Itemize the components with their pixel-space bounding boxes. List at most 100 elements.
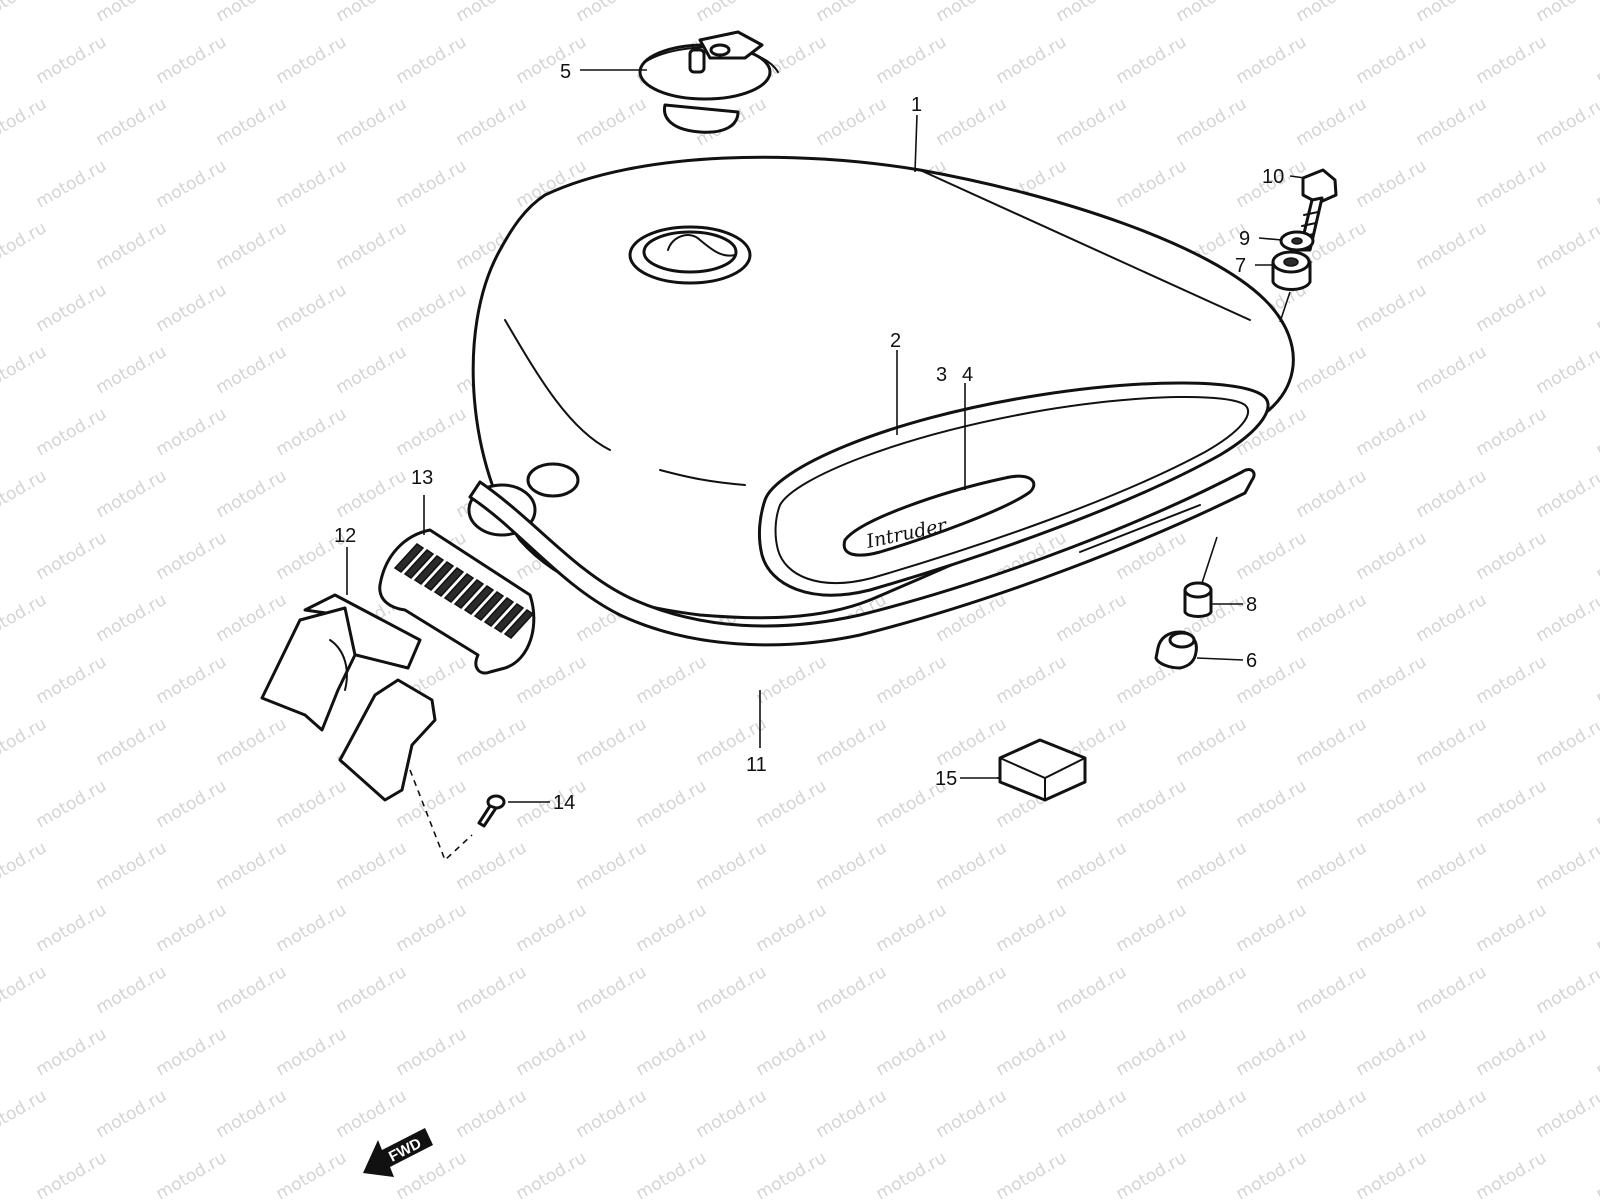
watermark-text: motod.ru bbox=[1053, 838, 1131, 894]
watermark-text: motod.ru bbox=[813, 838, 891, 894]
watermark-text: motod.ru bbox=[1233, 1148, 1311, 1200]
watermark-text: motod.ru bbox=[1413, 714, 1491, 770]
callout-13: 13 bbox=[411, 467, 433, 489]
cushion-rib bbox=[493, 603, 525, 633]
watermark-text: motod.ru bbox=[993, 652, 1071, 708]
watermark-text: motod.ru bbox=[1053, 962, 1131, 1018]
watermark-text: motod.ru bbox=[0, 962, 50, 1018]
watermark-text: motod.ru bbox=[33, 280, 111, 336]
watermark-text: motod.ru bbox=[693, 1086, 771, 1142]
callout-8: 8 bbox=[1246, 594, 1257, 616]
watermark-text: motod.ru bbox=[213, 466, 291, 522]
watermark-text: motod.ru bbox=[1533, 962, 1600, 1018]
watermark-text: motod.ru bbox=[1533, 590, 1600, 646]
watermark-text: motod.ru bbox=[93, 838, 171, 894]
watermark-text: motod.ru bbox=[1533, 342, 1600, 398]
watermark-text: motod.ru bbox=[0, 1086, 50, 1142]
cushion-rib bbox=[433, 567, 465, 597]
watermark-text: motod.ru bbox=[693, 962, 771, 1018]
watermark-text: motod.ru bbox=[1533, 466, 1600, 522]
watermark-text: motod.ru bbox=[1353, 900, 1431, 956]
watermark-text: motod.ru bbox=[1233, 32, 1311, 88]
watermark-text: motod.ru bbox=[1593, 156, 1600, 212]
watermark-text: motod.ru bbox=[0, 0, 50, 26]
watermark-text: motod.ru bbox=[1353, 1024, 1431, 1080]
watermark-text: motod.ru bbox=[633, 1024, 711, 1080]
leader-lines bbox=[346, 69, 1306, 862]
cushion-rib bbox=[403, 549, 435, 579]
watermark-text: motod.ru bbox=[33, 32, 111, 88]
watermark-text: motod.ru bbox=[513, 652, 591, 708]
watermark-text: motod.ru bbox=[93, 590, 171, 646]
watermark-text: motod.ru bbox=[1233, 776, 1311, 832]
watermark-text: motod.ru bbox=[33, 776, 111, 832]
watermark-text: motod.ru bbox=[333, 1086, 411, 1142]
watermark-text: motod.ru bbox=[1533, 714, 1600, 770]
callout-4: 4 bbox=[962, 364, 973, 386]
cushion-rib bbox=[443, 573, 475, 603]
watermark-text: motod.ru bbox=[1113, 156, 1191, 212]
watermark-text: motod.ru bbox=[273, 404, 351, 460]
watermark-text: motod.ru bbox=[273, 900, 351, 956]
cushion-rib bbox=[413, 555, 445, 585]
watermark-text: motod.ru bbox=[1233, 652, 1311, 708]
watermark-text: motod.ru bbox=[873, 1148, 951, 1200]
watermark-text: motod.ru bbox=[93, 962, 171, 1018]
watermark-text: motod.ru bbox=[333, 466, 411, 522]
watermark-text: motod.ru bbox=[1413, 94, 1491, 150]
watermark-text: motod.ru bbox=[1293, 94, 1371, 150]
watermark-text: motod.ru bbox=[33, 1024, 111, 1080]
tank-bracket[interactable] bbox=[260, 593, 437, 802]
watermark-text: motod.ru bbox=[1593, 1148, 1600, 1200]
watermark-text: motod.ru bbox=[513, 1024, 591, 1080]
callout-11: 11 bbox=[746, 754, 767, 776]
watermark-text: motod.ru bbox=[33, 156, 111, 212]
watermark-text: motod.ru bbox=[393, 156, 471, 212]
watermark-text: motod.ru bbox=[1413, 838, 1491, 894]
watermark-text: motod.ru bbox=[0, 466, 50, 522]
rubber-cushion[interactable] bbox=[378, 528, 536, 675]
watermark-text: motod.ru bbox=[933, 714, 1011, 770]
watermark-text: motod.ru bbox=[93, 94, 171, 150]
callout-10: 10 bbox=[1262, 166, 1284, 188]
watermark-text: motod.ru bbox=[1533, 1086, 1600, 1142]
watermark-text: motod.ru bbox=[1413, 590, 1491, 646]
watermark-text: motod.ru bbox=[273, 32, 351, 88]
watermark-text: motod.ru bbox=[1053, 1086, 1131, 1142]
watermark-text: motod.ru bbox=[153, 156, 231, 212]
callout-2: 2 bbox=[890, 330, 901, 352]
fuel-cap[interactable] bbox=[638, 30, 779, 134]
watermark-text: motod.ru bbox=[333, 342, 411, 398]
watermark-text: motod.ru bbox=[213, 218, 291, 274]
watermark-text: motod.ru bbox=[1173, 1086, 1251, 1142]
watermark-text: motod.ru bbox=[1413, 1086, 1491, 1142]
watermark-text: motod.ru bbox=[213, 342, 291, 398]
callout-14: 14 bbox=[553, 792, 575, 814]
watermark-text: motod.ru bbox=[213, 838, 291, 894]
rubber-mount[interactable] bbox=[1271, 250, 1312, 291]
washer[interactable] bbox=[1279, 230, 1315, 252]
watermark-text: motod.ru bbox=[0, 714, 50, 770]
watermark-text: motod.ru bbox=[1353, 1148, 1431, 1200]
watermark-text: motod.ru bbox=[333, 94, 411, 150]
watermark-text: motod.ru bbox=[393, 1024, 471, 1080]
watermark-text: motod.ru bbox=[453, 838, 531, 894]
watermark-text: motod.ru bbox=[1473, 528, 1551, 584]
watermark-text: motod.ru bbox=[1173, 0, 1251, 26]
watermark-text: motod.ru bbox=[273, 280, 351, 336]
watermark-text: motod.ru bbox=[1353, 652, 1431, 708]
watermark-text: motod.ru bbox=[1413, 218, 1491, 274]
cushion-rib bbox=[503, 609, 535, 639]
collar[interactable] bbox=[1183, 581, 1213, 618]
watermark-text: motod.ru bbox=[393, 280, 471, 336]
cushion-rib bbox=[393, 543, 425, 573]
cushion[interactable] bbox=[1154, 630, 1198, 670]
watermark-text: motod.ru bbox=[573, 962, 651, 1018]
screw[interactable] bbox=[477, 794, 506, 828]
tank-trim-strip[interactable] bbox=[468, 468, 1256, 647]
watermark-text: motod.ru bbox=[873, 1024, 951, 1080]
watermark-text: motod.ru bbox=[153, 1148, 231, 1200]
watermark-text: motod.ru bbox=[1113, 776, 1191, 832]
watermark-text: motod.ru bbox=[1173, 838, 1251, 894]
tank-pad[interactable] bbox=[998, 738, 1087, 802]
